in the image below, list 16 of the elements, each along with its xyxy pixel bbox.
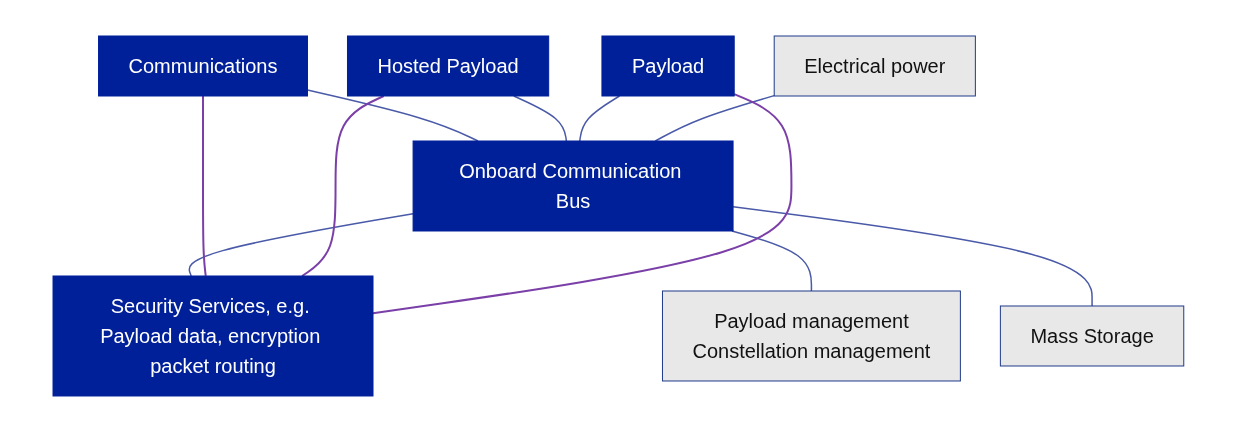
node-box: Communications bbox=[97, 35, 308, 97]
node-box: Electrical power bbox=[773, 35, 976, 97]
connector bbox=[300, 95, 385, 277]
connector bbox=[306, 89, 479, 142]
connector bbox=[188, 212, 414, 277]
node-box: Onboard Communication Bus bbox=[412, 140, 734, 232]
connector bbox=[731, 206, 1093, 307]
node-box: Payload management Constellation management bbox=[661, 290, 961, 382]
connector bbox=[578, 95, 620, 142]
connector bbox=[201, 95, 207, 277]
node-box: Security Services, e.g. Payload data, encryption packet routing bbox=[52, 275, 374, 397]
node-box: Hosted Payload bbox=[346, 35, 549, 97]
connector bbox=[371, 93, 793, 315]
connector bbox=[654, 94, 775, 142]
node-box: Mass Storage bbox=[999, 305, 1184, 367]
node-box: Payload bbox=[601, 35, 735, 97]
